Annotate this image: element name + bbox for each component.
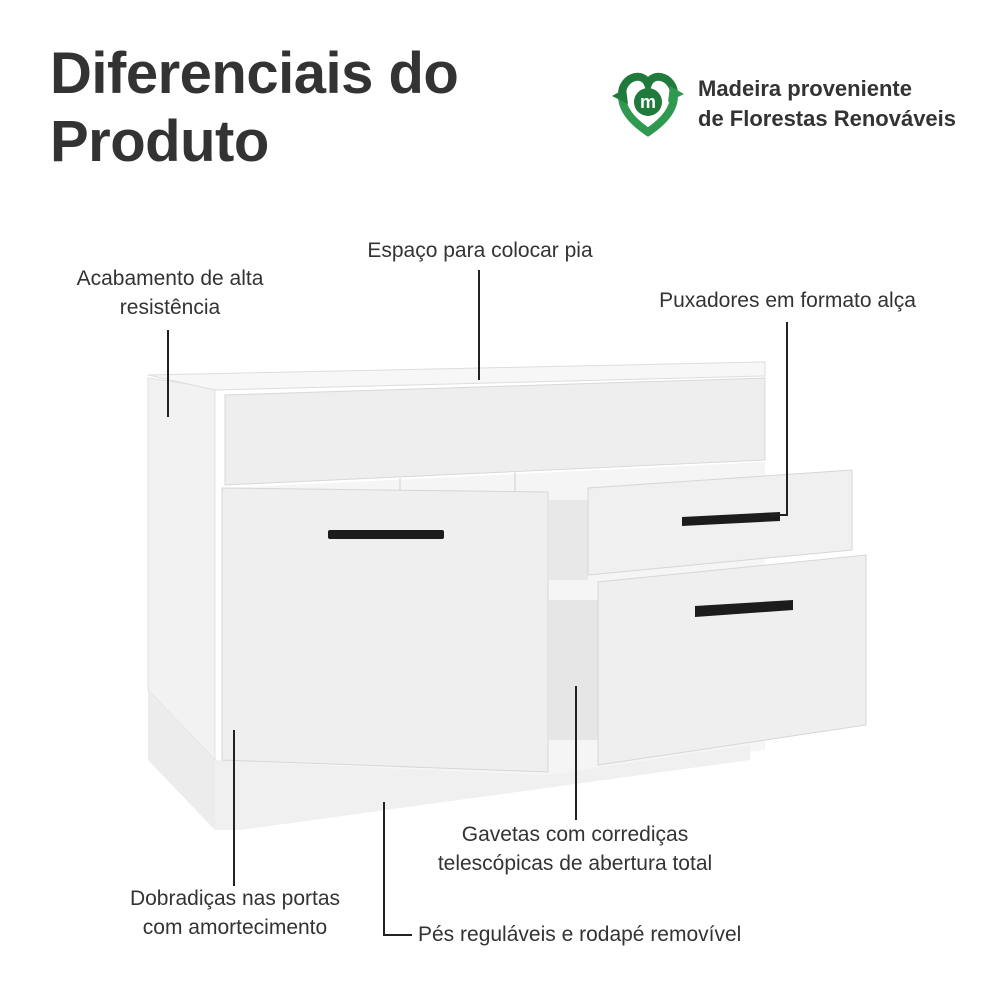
callout-handles: Puxadores em formato alça	[659, 289, 916, 312]
callout-sink-space: Espaço para colocar pia	[367, 239, 593, 262]
callout-finish: Acabamento de alta resistência	[76, 267, 264, 319]
cabinet-plinth	[215, 745, 750, 830]
badge-line-1: Madeira proveniente	[698, 76, 912, 101]
sustainability-badge: m Madeira proveniente de Florestas Renov…	[608, 66, 998, 138]
drawer-bottom-handle	[695, 600, 793, 617]
callout-hinges: Dobradiças nas portas com amortecimento	[129, 887, 341, 939]
cabinet-plinth-side	[148, 690, 215, 830]
page-title: Diferenciais do Produto	[50, 40, 510, 176]
cabinet-top-edge	[147, 361, 766, 391]
callout-slides: Gavetas com corrediças telescópicas de a…	[437, 823, 713, 875]
cabinet-top-panel	[224, 377, 766, 486]
leader-handles	[770, 322, 788, 516]
svg-text:m: m	[640, 92, 656, 112]
cabinet-door	[221, 487, 549, 773]
title-line-2: Produto	[50, 109, 269, 174]
badge-text: Madeira proveniente de Florestas Renováv…	[698, 74, 956, 134]
drawer-bottom	[597, 554, 867, 766]
recycle-m-icon: m	[612, 72, 684, 137]
drawer-top-handle	[682, 512, 780, 526]
callout-feet: Pés reguláveis e rodapé removível	[418, 923, 742, 946]
title-line-1: Diferenciais do	[50, 41, 459, 106]
door-handle	[328, 530, 444, 539]
badge-line-2: de Florestas Renováveis	[698, 106, 957, 131]
leader-feet	[383, 802, 412, 936]
